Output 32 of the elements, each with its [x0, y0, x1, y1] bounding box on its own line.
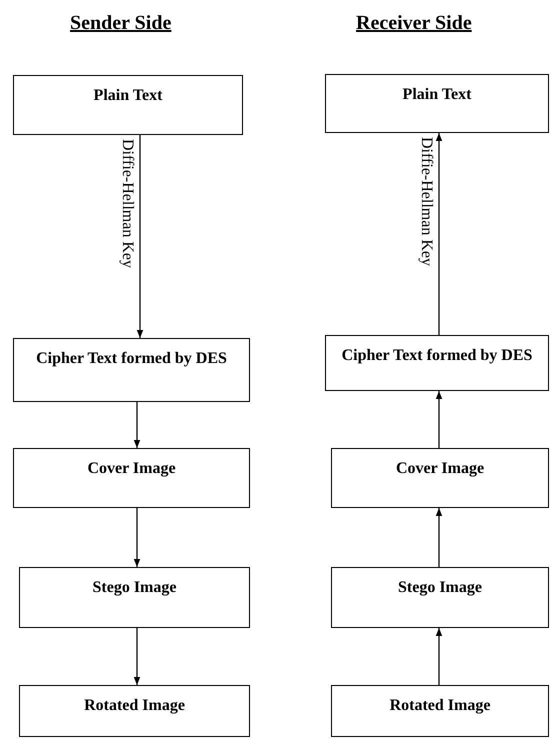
- box-label: Plain Text: [402, 85, 472, 105]
- box-label: Cover Image: [87, 459, 176, 479]
- process-box: [19, 567, 250, 628]
- edge-label: Diffie-Hellman Key: [118, 139, 136, 268]
- box-label: Cipher Text formed by DES: [36, 349, 227, 369]
- arrow: [436, 508, 442, 567]
- process-box: [13, 338, 250, 402]
- box-label: Cipher Text formed by DES: [342, 346, 532, 366]
- arrow: [436, 133, 442, 335]
- process-box: [325, 74, 549, 133]
- process-box: [19, 685, 250, 737]
- arrow: [136, 135, 144, 338]
- process-box: [331, 567, 549, 628]
- process-box: [331, 685, 549, 737]
- box-label: Rotated Image: [84, 696, 185, 716]
- process-box: [325, 335, 549, 391]
- arrow: [134, 628, 140, 685]
- edge-label: Diffie-Hellman Key: [417, 137, 435, 266]
- process-box: [13, 448, 250, 508]
- arrow: [436, 628, 442, 685]
- column-heading: Receiver Side: [356, 12, 472, 35]
- box-label: Cover Image: [396, 459, 484, 479]
- box-label: Plain Text: [94, 86, 162, 106]
- column-heading: Sender Side: [70, 12, 172, 35]
- box-label: Stego Image: [398, 578, 482, 598]
- box-label: Rotated Image: [390, 696, 490, 716]
- arrow: [436, 391, 442, 448]
- process-box: [13, 75, 243, 135]
- arrow: [134, 508, 140, 567]
- process-box: [331, 448, 549, 508]
- arrow: [134, 402, 140, 448]
- box-label: Stego Image: [92, 578, 176, 598]
